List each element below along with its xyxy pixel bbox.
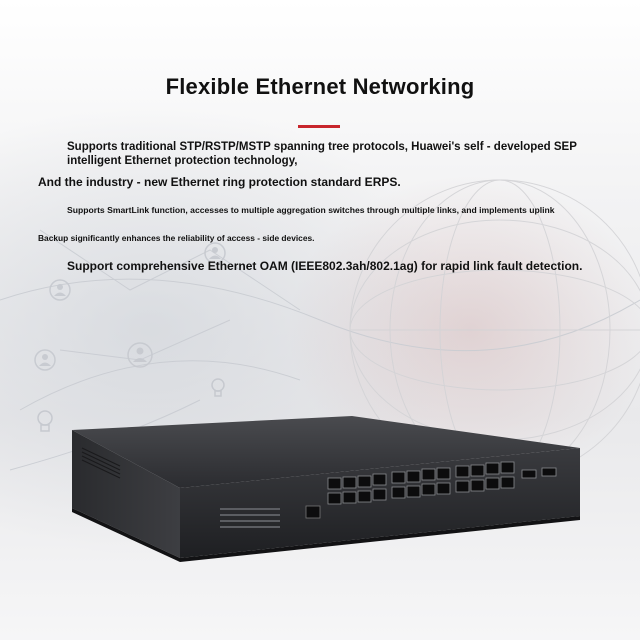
person-icon (49, 279, 71, 301)
feature-paragraph-smartlink: Supports SmartLink function, accesses to… (67, 205, 555, 215)
title-underline-accent (298, 125, 340, 128)
feature-paragraph-backup: Backup significantly enhances the reliab… (38, 233, 315, 243)
feature-paragraph-erps: And the industry - new Ethernet ring pro… (38, 175, 401, 189)
network-switch-image (72, 416, 580, 562)
feature-paragraph-oam: Support comprehensive Ethernet OAM (IEEE… (67, 259, 583, 273)
lightbulb-icon (211, 378, 225, 397)
lightbulb-icon (37, 410, 53, 432)
globe-icon (349, 179, 640, 481)
page-title: Flexible Ethernet Networking (165, 74, 475, 99)
feature-paragraph-stp: Supports traditional STP/RSTP/MSTP spann… (67, 141, 577, 167)
person-icon (204, 242, 226, 264)
person-icon (127, 342, 153, 368)
person-icon (34, 349, 56, 371)
